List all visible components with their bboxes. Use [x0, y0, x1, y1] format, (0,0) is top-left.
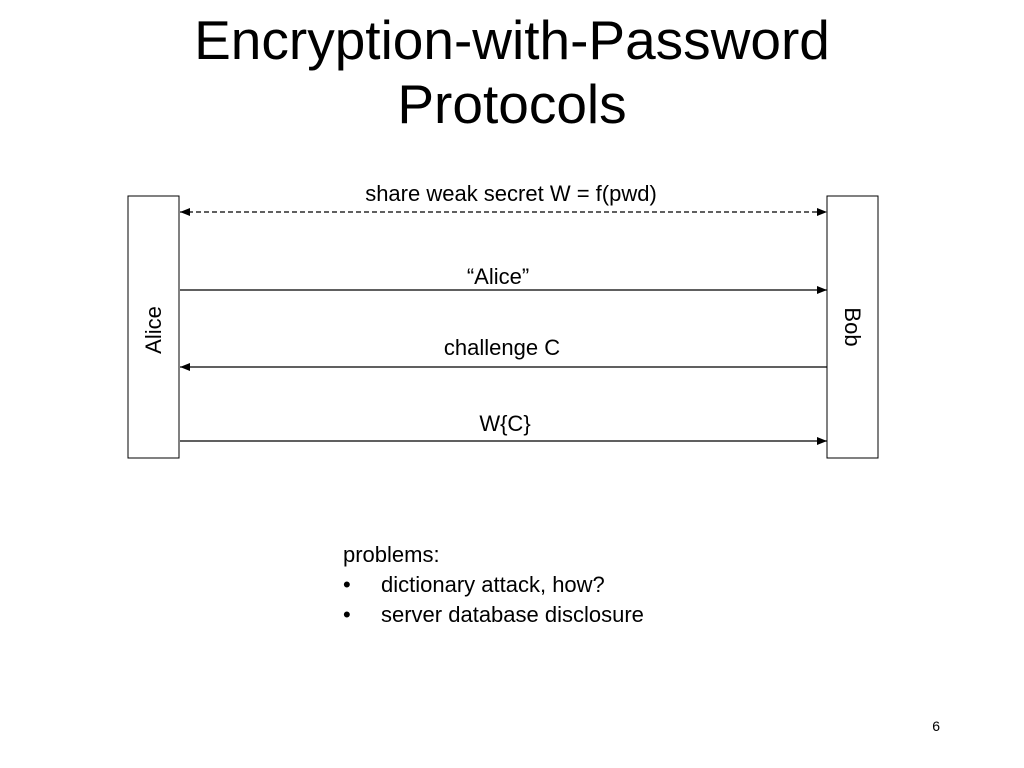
- bullet-marker: •: [343, 572, 351, 597]
- slide-title: Encryption-with-Password Protocols: [0, 8, 1024, 136]
- list-item: • dictionary attack, how?: [343, 570, 644, 600]
- problem-item-text: dictionary attack, how?: [381, 572, 605, 597]
- shared-secret-label: share weak secret W = f(pwd): [365, 181, 657, 206]
- challenge-label: challenge C: [444, 335, 560, 360]
- alice-lifeline-box: [127, 195, 180, 459]
- response-label: W{C}: [479, 411, 530, 436]
- problems-heading: problems:: [343, 542, 440, 567]
- alice-identity-label: “Alice”: [467, 264, 529, 289]
- bob-lifeline-box: [826, 195, 879, 459]
- alice-label: Alice: [141, 306, 166, 354]
- list-item: • server database disclosure: [343, 600, 644, 630]
- bob-label: Bob: [840, 307, 865, 346]
- problem-item-text: server database disclosure: [381, 602, 644, 627]
- slide-title-line-2: Protocols: [397, 73, 627, 135]
- problems-list: • dictionary attack, how? • server datab…: [343, 570, 644, 630]
- slide-title-line-1: Encryption-with-Password: [194, 9, 830, 71]
- bullet-marker: •: [343, 602, 351, 627]
- page-number: 6: [932, 718, 940, 734]
- problems-notes: problems: • dictionary attack, how? • se…: [343, 540, 644, 630]
